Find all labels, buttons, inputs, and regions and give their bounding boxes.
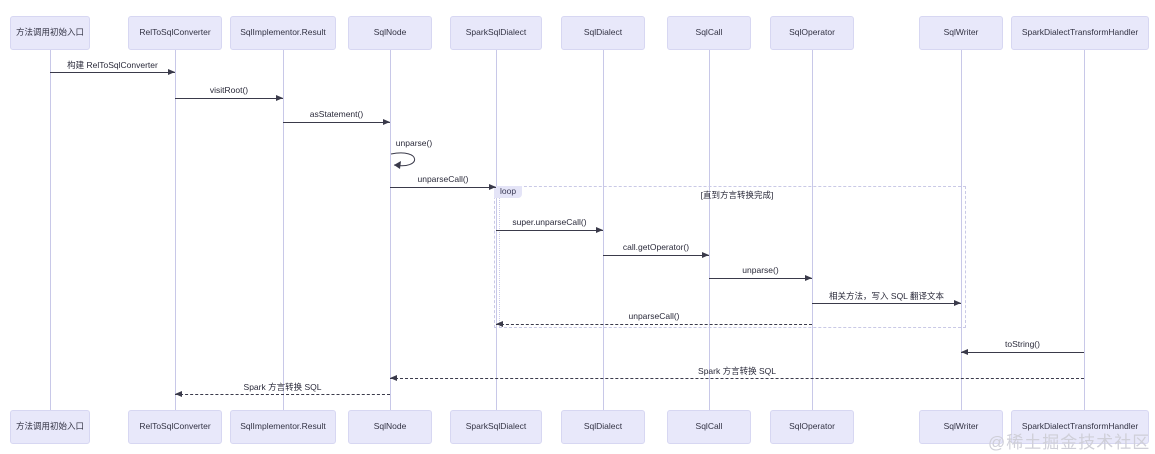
message-label-m8: unparse(): [742, 265, 779, 275]
participant-header-op[interactable]: SqlOperator: [770, 16, 854, 50]
participant-label: SparkSqlDialect: [465, 27, 527, 38]
participant-label: SqlCall: [695, 27, 723, 38]
message-arrowhead-m7: [702, 252, 709, 258]
participant-footer-conv[interactable]: RelToSqlConverter: [128, 410, 222, 444]
lifeline-conv: [175, 50, 176, 410]
message-arrowhead-m13: [175, 391, 182, 397]
message-label-m11: toString(): [1005, 339, 1040, 349]
participant-label: SqlImplementor.Result: [240, 421, 326, 432]
participant-label: SqlNode: [373, 27, 407, 38]
message-label-m5: unparseCall(): [417, 174, 469, 184]
message-line-m6: [496, 230, 603, 231]
message-label-m3: asStatement(): [309, 109, 364, 119]
participant-footer-spark[interactable]: SparkSqlDialect: [450, 410, 542, 444]
participant-label: SqlWriter: [943, 27, 979, 38]
participant-header-dialect[interactable]: SqlDialect: [561, 16, 645, 50]
message-label-m10: unparseCall(): [628, 311, 680, 321]
participant-header-call[interactable]: SqlCall: [667, 16, 751, 50]
lifeline-handler: [1084, 50, 1085, 410]
message-arrowhead-m5: [489, 184, 496, 190]
participant-label: SparkDialectTransformHandler: [1021, 421, 1139, 432]
message-label-m9: 相关方法，写入 SQL 翻译文本: [829, 291, 944, 301]
participant-header-result[interactable]: SqlImplementor.Result: [230, 16, 336, 50]
message-self-m4: [390, 152, 416, 169]
message-line-m7: [603, 255, 709, 256]
participant-footer-node[interactable]: SqlNode: [348, 410, 432, 444]
message-label-m2: visitRoot(): [209, 85, 249, 95]
participant-label: SqlDialect: [583, 421, 623, 432]
participant-label: SqlImplementor.Result: [240, 27, 326, 38]
lifeline-node: [390, 50, 391, 410]
message-line-m9: [812, 303, 961, 304]
participant-footer-writer[interactable]: SqlWriter: [919, 410, 1003, 444]
message-arrowhead-m8: [805, 275, 812, 281]
message-label-m12: Spark 方言转换 SQL: [698, 366, 776, 376]
message-line-m13: [175, 394, 390, 395]
message-line-m8: [709, 278, 812, 279]
message-arrowhead-m1: [168, 69, 175, 75]
participant-footer-handler[interactable]: SparkDialectTransformHandler: [1011, 410, 1149, 444]
lifeline-result: [283, 50, 284, 410]
lifeline-writer: [961, 50, 962, 410]
message-label-m13: Spark 方言转换 SQL: [243, 382, 322, 392]
lifeline-op: [812, 50, 813, 410]
message-arrowhead-m11: [961, 349, 968, 355]
fragment-loop1: [494, 186, 966, 328]
message-arrowhead-m12: [390, 375, 397, 381]
participant-label: SqlOperator: [789, 27, 835, 38]
participant-header-entry[interactable]: 方法调用初始入口: [10, 16, 90, 50]
participant-footer-entry[interactable]: 方法调用初始入口: [10, 410, 90, 444]
participant-header-spark[interactable]: SparkSqlDialect: [450, 16, 542, 50]
participant-label: SqlWriter: [943, 421, 979, 432]
message-arrowhead-m6: [596, 227, 603, 233]
participant-header-handler[interactable]: SparkDialectTransformHandler: [1011, 16, 1149, 50]
message-arrowhead-m3: [383, 119, 390, 125]
fragment-condition-loop1: [直到方言转换完成]: [700, 190, 774, 200]
participant-label: SqlOperator: [789, 421, 835, 432]
lifeline-dialect: [603, 50, 604, 410]
participant-footer-dialect[interactable]: SqlDialect: [561, 410, 645, 444]
message-line-m5: [390, 187, 496, 188]
participant-label: SparkSqlDialect: [465, 421, 527, 432]
participant-label: 方法调用初始入口: [15, 421, 84, 432]
participant-label: 方法调用初始入口: [15, 27, 84, 38]
message-label-m7: call.getOperator(): [622, 242, 690, 252]
participant-label: RelToSqlConverter: [139, 421, 211, 432]
message-line-m1: [50, 72, 175, 73]
fragment-left-band: [495, 187, 500, 327]
participant-header-node[interactable]: SqlNode: [348, 16, 432, 50]
participant-header-writer[interactable]: SqlWriter: [919, 16, 1003, 50]
message-label-m1: 构建 RelToSqlConverter: [67, 60, 158, 70]
message-label-m4: unparse(): [395, 138, 433, 148]
message-line-m11: [961, 352, 1084, 353]
message-label-m6: super.unparseCall(): [512, 217, 587, 227]
participant-label: SqlDialect: [583, 27, 623, 38]
message-line-m12: [390, 378, 1084, 379]
lifeline-entry: [50, 50, 51, 410]
lifeline-call: [709, 50, 710, 410]
message-arrowhead-m9: [954, 300, 961, 306]
fragment-label-loop1: loop: [494, 186, 523, 199]
participant-footer-result[interactable]: SqlImplementor.Result: [230, 410, 336, 444]
participant-footer-op[interactable]: SqlOperator: [770, 410, 854, 444]
message-arrowhead-m2: [276, 95, 283, 101]
participant-label: SparkDialectTransformHandler: [1021, 27, 1139, 38]
participant-label: SqlNode: [373, 421, 407, 432]
participant-footer-call[interactable]: SqlCall: [667, 410, 751, 444]
message-line-m2: [175, 98, 283, 99]
participant-label: RelToSqlConverter: [139, 27, 211, 38]
watermark: @稀土掘金技术社区: [988, 433, 1151, 452]
message-line-m10: [496, 324, 812, 325]
message-arrowhead-m10: [496, 321, 503, 327]
message-line-m3: [283, 122, 390, 123]
participant-header-conv[interactable]: RelToSqlConverter: [128, 16, 222, 50]
participant-label: SqlCall: [695, 421, 723, 432]
